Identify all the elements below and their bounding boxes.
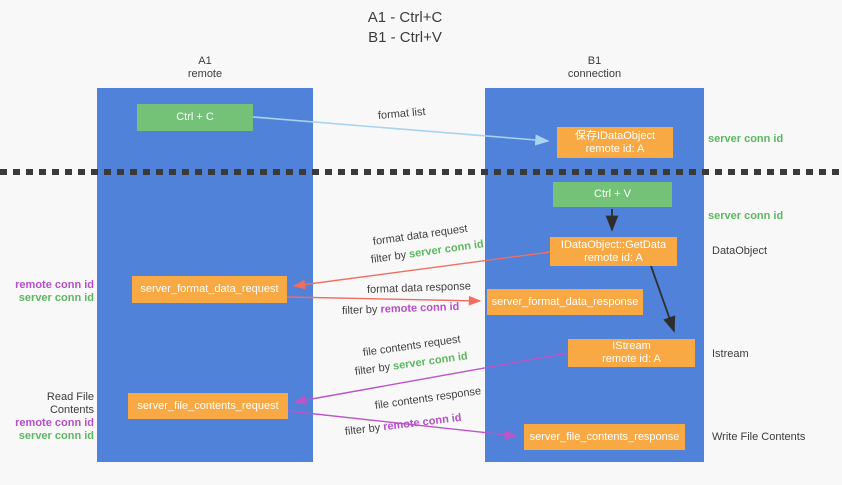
title-line-1: A1 - Ctrl+C [367, 9, 443, 26]
getdata-line1: IDataObject::GetData [560, 238, 667, 251]
ctrl-c-box: Ctrl + C [137, 104, 253, 131]
lane-b-header: B1 connection [485, 55, 704, 81]
istream-annotation: Istream [712, 348, 749, 360]
server-conn-id-annotation: server conn id [18, 292, 94, 304]
read-file-contents-annotation: Read File Contents [46, 391, 94, 416]
server-file-contents-request-box: server_file_contents_request [128, 393, 288, 419]
save-idataobject-line2: remote id: A [585, 142, 645, 155]
ctrl-v-box: Ctrl + V [553, 182, 672, 207]
server-conn-id-annotation-mid: server conn id [708, 210, 784, 222]
remote-conn-id-text: remote conn id [382, 411, 463, 434]
ctrl-c-label: Ctrl + C [176, 111, 214, 123]
server-conn-id-annotation: server conn id [18, 430, 94, 442]
save-idataobject-box: 保存IDataObject remote id: A [557, 127, 673, 158]
write-file-contents-annotation: Write File Contents [712, 431, 806, 443]
save-idataobject-line1: 保存IDataObject [574, 129, 656, 142]
file-response-label: server_file_contents_response [529, 430, 680, 443]
server-file-contents-response-box: server_file_contents_response [524, 424, 685, 450]
lane-b-subtitle: connection [567, 68, 622, 80]
file-request-conn-ids: Read File Contents remote conn id server… [0, 391, 96, 443]
format-response-label: server_format_data_response [491, 295, 639, 308]
server-format-data-response-box: server_format_data_response [487, 289, 643, 315]
filter-by-text: filter by [344, 421, 384, 438]
filter-by-text: filter by [341, 303, 381, 317]
file-request-label: server_file_contents_request [137, 399, 279, 412]
format-data-response-label: format data response [366, 280, 472, 296]
filter-by-text: filter by [370, 248, 410, 266]
server-conn-id-annotation-top: server conn id [708, 133, 784, 145]
lane-a-subtitle: remote [187, 68, 223, 80]
file-contents-response-label: file contents response [374, 385, 482, 412]
format-list-label: format list [377, 105, 427, 122]
istream-line1: IStream [612, 340, 651, 352]
title-line-2: B1 - Ctrl+V [368, 29, 442, 46]
format-request-label: server_format_data_request [140, 283, 279, 295]
istream-box: IStream remote id: A [568, 339, 695, 367]
format-data-response-filter-label: filter by remote conn id [342, 301, 460, 317]
remote-conn-id-annotation: remote conn id [15, 417, 94, 429]
lane-b-name: B1 [587, 55, 602, 67]
lane-a-header: A1 remote [97, 55, 313, 81]
dataobject-annotation: DataObject [712, 245, 768, 257]
file-contents-response-filter-label: filter by remote conn id [344, 412, 462, 438]
remote-conn-id-annotation: remote conn id [15, 279, 94, 291]
server-format-data-request-box: server_format_data_request [132, 276, 287, 303]
ctrl-v-label: Ctrl + V [594, 188, 631, 200]
istream-line2: remote id: A [602, 353, 661, 365]
machine-boundary-dotted-line [0, 169, 842, 175]
lane-a-name: A1 [198, 55, 212, 67]
diagram-title: A1 - Ctrl+C B1 - Ctrl+V [280, 8, 530, 48]
remote-conn-id-text: remote conn id [380, 300, 460, 316]
server-conn-id-text: server conn id [392, 350, 469, 373]
server-conn-id-text: server conn id [408, 238, 485, 261]
getdata-line2: remote id: A [584, 251, 643, 264]
format-request-conn-ids: remote conn id server conn id [0, 279, 96, 305]
idataobject-getdata-box: IDataObject::GetData remote id: A [550, 237, 677, 266]
filter-by-text: filter by [354, 360, 394, 378]
